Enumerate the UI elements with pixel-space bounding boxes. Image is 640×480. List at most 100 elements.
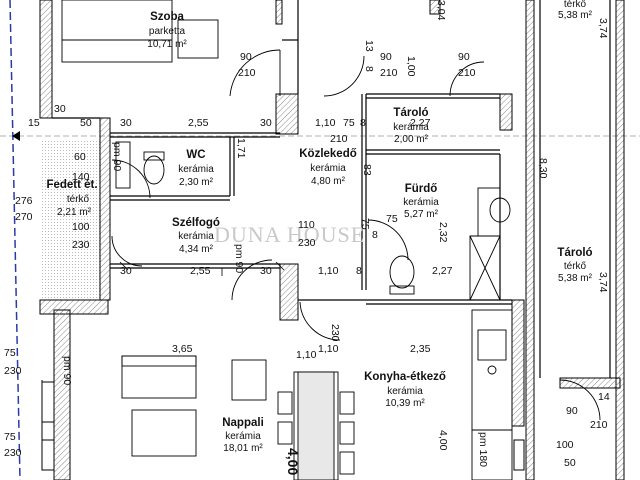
dimension-label: 1,10 [318, 265, 339, 277]
dimension-label: 1,71 [235, 138, 247, 159]
dimension-label: 4,00 [437, 430, 449, 451]
dimension-label: 2,35 [410, 343, 431, 355]
bed-furniture [61, 0, 219, 63]
room-area-tarolo-large: 5,38 m² [558, 273, 592, 284]
room-area-tarolo-small: 2,00 m² [394, 134, 428, 145]
room-area-tarolo-top: 5,38 m² [558, 10, 592, 21]
dimension-label: 90 [458, 51, 470, 63]
room-floor-szelfogo: kerámia [178, 231, 214, 242]
dimension-label: 75 [386, 213, 398, 225]
section-arrow-icon [12, 131, 20, 141]
dining-table [277, 371, 355, 480]
dimension-label: 8,30 [537, 158, 549, 179]
dimension-label: 30 [120, 265, 132, 277]
room-name-nappali: Nappali [222, 417, 264, 429]
dimension-label: 75 [359, 218, 371, 230]
terrace-paving [42, 140, 100, 300]
room-area-konyha: 10,39 m² [385, 398, 425, 409]
room-name-konyha: Konyha-étkező [364, 371, 446, 383]
dimension-label: 2,55 [188, 117, 209, 129]
dimension-label: 50 [80, 117, 92, 129]
dimension-label: 3,65 [172, 343, 193, 355]
dimension-label: 8 [363, 66, 375, 72]
room-floor-konyha: kerámia [387, 386, 423, 397]
dimension-label: 210 [380, 67, 398, 79]
room-name-tarolo-large: Tároló [557, 247, 593, 259]
room-name-wc: WC [186, 149, 206, 161]
room-name-szoba: Szoba [150, 11, 184, 23]
room-floor-nappali: kerámia [225, 431, 261, 442]
dimension-label: 30 [260, 117, 272, 129]
dimension-label: 75 [4, 347, 16, 359]
room-area-wc: 2,30 m² [179, 177, 213, 188]
room-area-szoba: 10,71 m² [147, 39, 187, 50]
dimension-label: 210 [458, 67, 476, 79]
room-floor-fedett: térkő [66, 194, 90, 205]
dimension-label: 2,32 [437, 222, 449, 243]
dimension-label: 50 [564, 457, 576, 469]
dimension-label: 230 [329, 324, 341, 342]
room-floor-tarolo-top: térkő [563, 0, 587, 10]
kitchen-counter [471, 309, 513, 480]
dimension-label: 14 [598, 391, 610, 403]
room-floor-kozlekedo: kerámia [310, 163, 346, 174]
room-name-tarolo-small: Tároló [393, 107, 429, 119]
room-floor-wc: kerámia [178, 164, 214, 175]
dimension-label: 83 [361, 164, 373, 176]
dimension-label: pm 90 [233, 244, 245, 274]
windows [41, 380, 525, 471]
dimension-label: 30 [260, 265, 272, 277]
room-name-furdo: Fürdő [404, 183, 438, 195]
dimension-label: 4,00 [285, 448, 301, 476]
dimension-label: pm 180 [477, 432, 489, 468]
dimension-label: 230 [298, 237, 316, 249]
room-floor-tarolo-large: térkő [563, 261, 587, 272]
dimension-label: 1,10 [315, 117, 336, 129]
dimension-label: 230 [4, 365, 22, 377]
dimension-label: pm 90 [61, 356, 73, 386]
sofa [121, 355, 267, 457]
main-walls [39, 0, 625, 480]
dimension-label: 2,27 [432, 265, 453, 277]
dimension-label: 230 [72, 239, 90, 251]
dimension-label: 210 [590, 419, 608, 431]
dimension-label: 30 [54, 103, 66, 115]
dimension-label: 230 [4, 447, 22, 459]
dimension-label: 8 [360, 117, 366, 129]
partition-walls [52, 0, 611, 378]
dimension-label: 3,04 [435, 0, 447, 21]
dimension-label: 276 [15, 195, 33, 207]
wc-fixtures [115, 141, 165, 189]
dimension-label: 60 [74, 151, 86, 163]
dimension-label: 90 [240, 51, 252, 63]
property-boundary-line [9, 0, 21, 480]
watermark-logo: DUNA HOUSE [214, 222, 366, 247]
dimension-label: 1,10 [296, 349, 317, 361]
room-area-fedett: 2,21 m² [57, 207, 91, 218]
room-area-furdo: 5,27 m² [404, 209, 438, 220]
dimension-label: pm 90 [111, 142, 123, 172]
dimension-label: 90 [566, 405, 578, 417]
dimension-label: 3,74 [597, 18, 609, 39]
door-swings [111, 49, 601, 421]
dimension-label: 270 [15, 211, 33, 223]
dimension-label: 210 [238, 67, 256, 79]
dimension-label: 2,27 [410, 117, 431, 129]
dimension-label: 100 [72, 221, 90, 233]
dimension-label: 1,10 [318, 343, 339, 355]
dimension-label: 13 [363, 40, 375, 52]
dimension-label: 75 [343, 117, 355, 129]
room-floor-szoba: parketta [148, 26, 186, 37]
dimension-label: 100 [556, 439, 574, 451]
dimension-label: 2,55 [190, 265, 211, 277]
dimension-label: 3,74 [597, 272, 609, 293]
dimension-label: 75 [4, 431, 16, 443]
room-area-szelfogo: 4,34 m² [179, 244, 213, 255]
room-name-fedett: Fedett ét. [46, 179, 98, 191]
dimension-label: 1,00 [405, 56, 417, 77]
room-area-nappali: 18,01 m² [223, 443, 263, 454]
dimension-label: 210 [330, 133, 348, 145]
dimension-label: 15 [28, 117, 40, 129]
